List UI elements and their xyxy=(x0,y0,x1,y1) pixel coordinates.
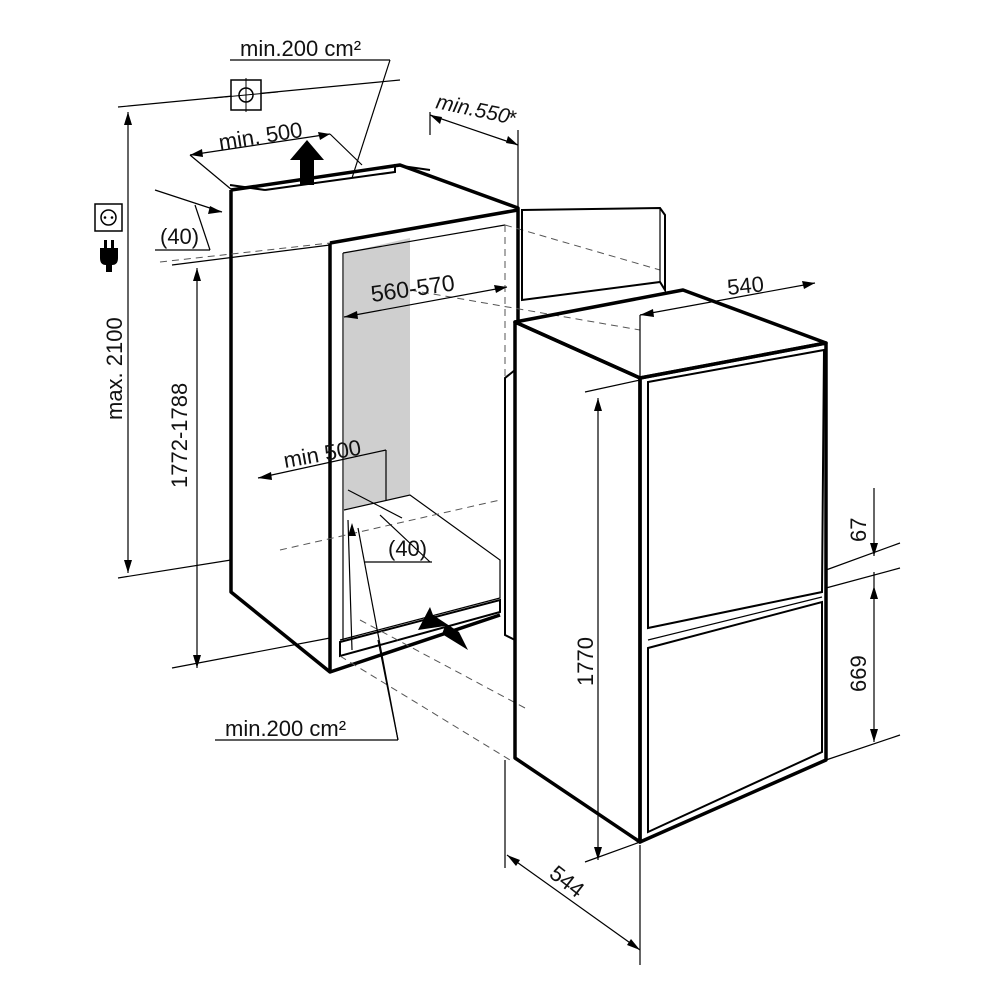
appliance-side xyxy=(513,320,642,844)
plug-icon xyxy=(100,240,118,272)
depth-top-label: min.550 xyxy=(434,90,512,128)
vent-top-width-label: min. 500 xyxy=(217,117,304,155)
niche-back-wall xyxy=(344,238,410,510)
door-gap-label: 67 xyxy=(846,518,871,542)
depth-top-asterisk: * xyxy=(508,107,517,130)
niche-cabinet xyxy=(229,163,520,674)
top-vent-marker xyxy=(229,184,266,191)
max-height-label: max. 2100 xyxy=(102,317,127,420)
dimension-lines xyxy=(117,59,901,965)
airflow-in-arrow-icon xyxy=(418,607,468,650)
vent-bottom-area-label: min.200 cm² xyxy=(225,716,346,741)
niche-front-edge xyxy=(329,208,519,245)
cabinet-top-step xyxy=(264,163,431,191)
ceiling-outlet-icon xyxy=(213,78,279,112)
vent-top-area-label: min.200 cm² xyxy=(240,36,361,61)
appliance-front xyxy=(638,341,828,844)
lower-door-height-label: 669 xyxy=(846,655,871,692)
appliance-height-label: 1770 xyxy=(573,637,598,686)
text-labels: min.200 cm² min. 500 min.550 * (40) 560-… xyxy=(102,36,871,903)
lower-door xyxy=(647,600,823,834)
niche-floor xyxy=(339,494,501,641)
bottom-vent-slot xyxy=(339,598,501,658)
appliance xyxy=(504,206,828,844)
niche-height-label: 1772-1788 xyxy=(167,383,192,488)
cabinet-outline xyxy=(230,163,520,325)
appliance-top xyxy=(513,288,828,380)
appliance-width-label: 540 xyxy=(726,271,765,300)
bottom-offset-label: (40) xyxy=(388,536,427,561)
niche-inner-top xyxy=(342,224,506,254)
socket-icon xyxy=(94,203,123,232)
appliance-back-panel xyxy=(521,206,666,302)
appliance-side-step xyxy=(504,369,516,641)
airflow-up-arrow-icon xyxy=(290,140,324,185)
appliance-depth-label: 544 xyxy=(545,860,589,902)
cabinet-left-edge xyxy=(229,190,501,674)
top-offset-label: (40) xyxy=(160,224,199,249)
upper-door xyxy=(647,348,826,630)
